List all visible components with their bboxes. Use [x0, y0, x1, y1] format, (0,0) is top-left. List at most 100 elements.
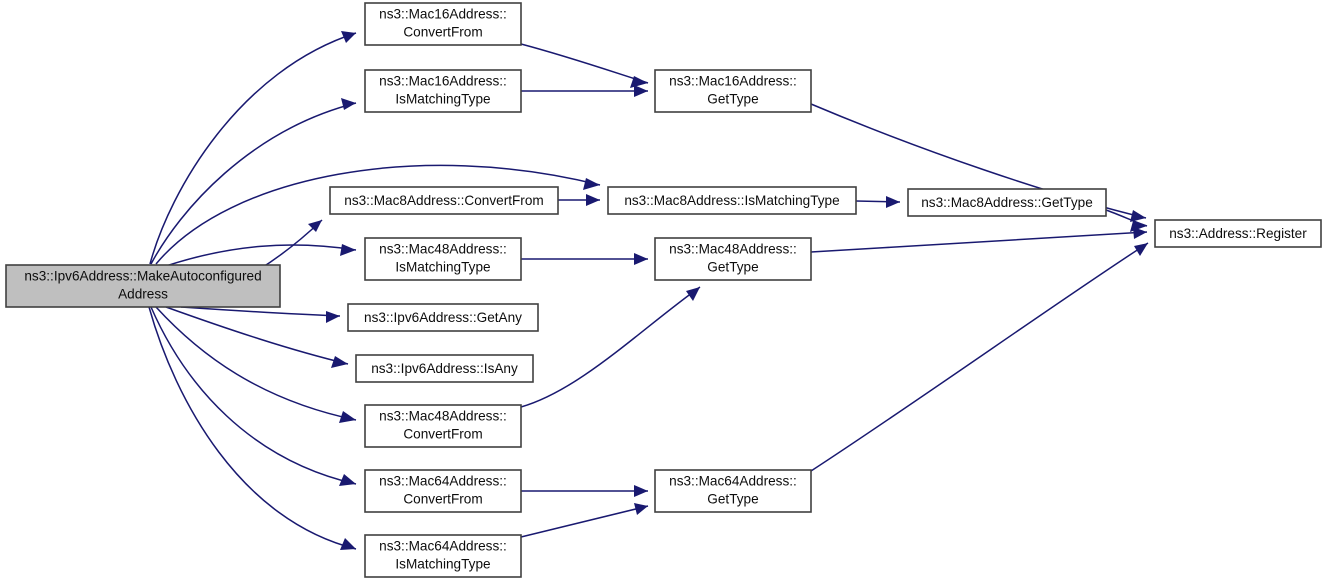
node-label-line2: IsMatchingType	[395, 557, 490, 572]
edge-line	[180, 306, 341, 317]
node-label-line1: ns3::Mac8Address::GetType	[921, 195, 1093, 210]
arrowhead-icon	[341, 31, 356, 43]
node-box[interactable]	[347, 303, 539, 332]
call-edge-mac64_ismatchingtype-to-mac64_gettype	[520, 503, 649, 538]
node-label-line1: ns3::Address::Register	[1169, 226, 1307, 241]
graph-node-mac8_ismatchingtype[interactable]: ns3::Mac8Address::IsMatchingType	[607, 186, 857, 215]
call-edge-root-to-mac48_ismatchingtype	[165, 244, 357, 267]
arrowhead-icon	[308, 220, 322, 232]
arrowhead-icon	[341, 98, 356, 110]
node-box[interactable]	[1154, 219, 1322, 248]
graph-node-mac64_gettype[interactable]: ns3::Mac64Address::GetType	[654, 469, 812, 513]
node-label-line2: IsMatchingType	[395, 92, 490, 107]
node-label-line1: ns3::Ipv6Address::MakeAutoconfigured	[24, 269, 261, 284]
graph-node-ipv6_isany[interactable]: ns3::Ipv6Address::IsAny	[355, 354, 534, 383]
edge-line	[150, 306, 357, 485]
node-box[interactable]	[607, 186, 857, 215]
arrowhead-icon	[331, 356, 348, 368]
edges-layer	[148, 31, 1149, 550]
call-edge-mac16_convertfrom-to-mac16_gettype	[520, 43, 649, 88]
arrowhead-icon	[586, 194, 600, 206]
call-edge-root-to-mac64_convertfrom	[150, 306, 357, 486]
call-edge-root-to-mac48_convertfrom	[155, 306, 357, 423]
node-label-line2: ConvertFrom	[403, 492, 482, 507]
graph-node-mac8_gettype[interactable]: ns3::Mac8Address::GetType	[907, 188, 1107, 217]
arrowhead-icon	[339, 411, 356, 423]
node-box[interactable]	[907, 188, 1107, 217]
call-edge-mac64_convertfrom-to-mac64_gettype	[521, 485, 648, 497]
node-label-line2: IsMatchingType	[395, 260, 490, 275]
edge-line	[165, 306, 349, 365]
node-label-line1: ns3::Mac48Address::	[379, 242, 507, 257]
call-edge-mac16_ismatchingtype-to-mac16_gettype	[521, 85, 648, 97]
call-edge-mac64_gettype-to-address_register	[810, 242, 1149, 472]
node-box[interactable]	[364, 534, 522, 578]
node-label-line1: ns3::Ipv6Address::IsAny	[371, 361, 518, 376]
arrowhead-icon	[1130, 210, 1146, 222]
arrowhead-icon	[634, 503, 648, 515]
graph-node-mac8_convertfrom[interactable]: ns3::Mac8Address::ConvertFrom	[329, 186, 559, 215]
node-label-line1: ns3::Mac16Address::	[669, 74, 797, 89]
node-label-line1: ns3::Mac16Address::	[379, 7, 507, 22]
node-label-line2: GetType	[707, 492, 758, 507]
node-box[interactable]	[5, 264, 281, 308]
node-label-line2: Address	[118, 287, 168, 302]
node-box[interactable]	[355, 354, 534, 383]
node-label-line1: ns3::Mac16Address::	[379, 74, 507, 89]
node-label-line1: ns3::Mac8Address::ConvertFrom	[344, 193, 543, 208]
arrowhead-icon	[340, 244, 356, 256]
node-box[interactable]	[654, 69, 812, 113]
graph-node-mac64_convertfrom[interactable]: ns3::Mac64Address::ConvertFrom	[364, 469, 522, 513]
node-box[interactable]	[654, 469, 812, 513]
call-edge-mac48_ismatchingtype-to-mac48_gettype	[521, 253, 648, 265]
graph-node-mac16_convertfrom[interactable]: ns3::Mac16Address::ConvertFrom	[364, 2, 522, 46]
node-label-line2: GetType	[707, 92, 758, 107]
node-label-line1: ns3::Mac48Address::	[669, 242, 797, 257]
graph-node-ipv6_getany[interactable]: ns3::Ipv6Address::GetAny	[347, 303, 539, 332]
call-edge-mac8_ismatchingtype-to-mac8_gettype	[855, 196, 901, 208]
node-box[interactable]	[364, 2, 522, 46]
call-edge-root-to-mac8_ismatchingtype	[155, 164, 601, 265]
arrowhead-icon	[886, 196, 900, 208]
graph-node-mac48_ismatchingtype[interactable]: ns3::Mac48Address::IsMatchingType	[364, 237, 522, 281]
arrowhead-icon	[1134, 243, 1148, 256]
graph-node-mac64_ismatchingtype[interactable]: ns3::Mac64Address::IsMatchingType	[364, 534, 522, 578]
graph-node-mac16_gettype[interactable]: ns3::Mac16Address::GetType	[654, 69, 812, 113]
node-label-line2: ConvertFrom	[403, 25, 482, 40]
edge-line	[520, 505, 649, 538]
call-edge-mac48_gettype-to-address_register	[810, 227, 1148, 253]
node-label-line1: ns3::Ipv6Address::GetAny	[364, 310, 522, 325]
edge-line	[520, 286, 701, 408]
call-edge-mac8_convertfrom-to-mac8_ismatchingtype	[558, 194, 600, 206]
edge-line	[148, 306, 357, 550]
node-box[interactable]	[364, 404, 522, 448]
graph-node-mac16_ismatchingtype[interactable]: ns3::Mac16Address::IsMatchingType	[364, 69, 522, 113]
node-label-line2: GetType	[707, 260, 758, 275]
arrowhead-icon	[634, 253, 648, 265]
arrowhead-icon	[583, 178, 600, 190]
call-edge-root-to-ipv6_getany	[180, 306, 341, 323]
edge-line	[150, 102, 357, 265]
graph-node-root[interactable]: ns3::Ipv6Address::MakeAutoconfiguredAddr…	[5, 264, 281, 308]
call-edge-root-to-mac16_ismatchingtype	[150, 98, 357, 265]
arrowhead-icon	[634, 85, 648, 97]
call-edge-mac48_convertfrom-to-mac48_gettype	[520, 286, 701, 408]
node-box[interactable]	[364, 469, 522, 513]
node-label-line1: ns3::Mac48Address::	[379, 409, 507, 424]
edge-line	[810, 242, 1149, 472]
arrowhead-icon	[339, 474, 356, 486]
arrowhead-icon	[326, 311, 340, 323]
node-box[interactable]	[329, 186, 559, 215]
node-box[interactable]	[654, 237, 812, 281]
node-label-line1: ns3::Mac64Address::	[379, 539, 507, 554]
node-box[interactable]	[364, 69, 522, 113]
arrowhead-icon	[340, 538, 356, 550]
graph-node-mac48_convertfrom[interactable]: ns3::Mac48Address::ConvertFrom	[364, 404, 522, 448]
graph-node-mac48_gettype[interactable]: ns3::Mac48Address::GetType	[654, 237, 812, 281]
node-box[interactable]	[364, 237, 522, 281]
node-label-line1: ns3::Mac64Address::	[379, 474, 507, 489]
graph-node-address_register[interactable]: ns3::Address::Register	[1154, 219, 1322, 248]
node-label-line1: ns3::Mac8Address::IsMatchingType	[624, 193, 839, 208]
